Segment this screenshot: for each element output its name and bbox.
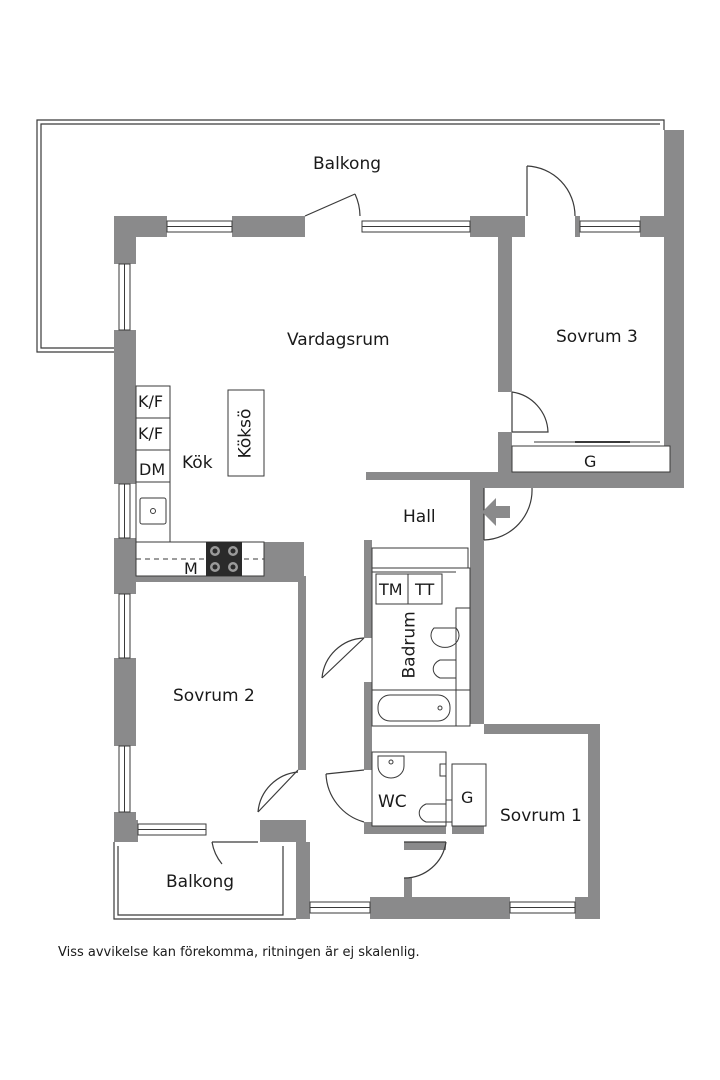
dm-label: DM	[139, 460, 166, 479]
wc-label: WC	[378, 792, 407, 812]
stove	[206, 542, 242, 576]
sovrum1-label: Sovrum 1	[500, 806, 582, 826]
entrance-arrow-icon	[482, 498, 510, 526]
kok-label: Kök	[182, 453, 213, 473]
tt-label: TT	[415, 580, 435, 599]
sovrum2-label: Sovrum 2	[173, 686, 255, 706]
disclaimer-note: Viss avvikelse kan förekomma, ritningen …	[58, 945, 420, 960]
walls	[114, 130, 684, 919]
doors	[211, 165, 576, 879]
badrum-label: Badrum	[399, 611, 420, 679]
balkong-top-label: Balkong	[313, 154, 382, 174]
g-sovrum1-label: G	[461, 788, 474, 807]
windows	[118, 220, 641, 914]
sovrum3-label: Sovrum 3	[556, 327, 638, 347]
balkong-bottom-label: Balkong	[166, 872, 235, 892]
m-label: M	[184, 559, 198, 578]
kf-label-1: K/F	[138, 392, 164, 411]
tm-label: TM	[379, 580, 403, 599]
g-sovrum3-label: G	[584, 452, 597, 471]
hall-label: Hall	[403, 507, 436, 527]
kokso-label: Köksö	[235, 408, 256, 459]
kf-label-2: K/F	[138, 424, 164, 443]
lower-balcony	[113, 842, 296, 920]
vardagsrum-label: Vardagsrum	[287, 330, 390, 350]
fixtures-lines	[135, 385, 671, 827]
outer-balcony-top	[36, 119, 665, 353]
